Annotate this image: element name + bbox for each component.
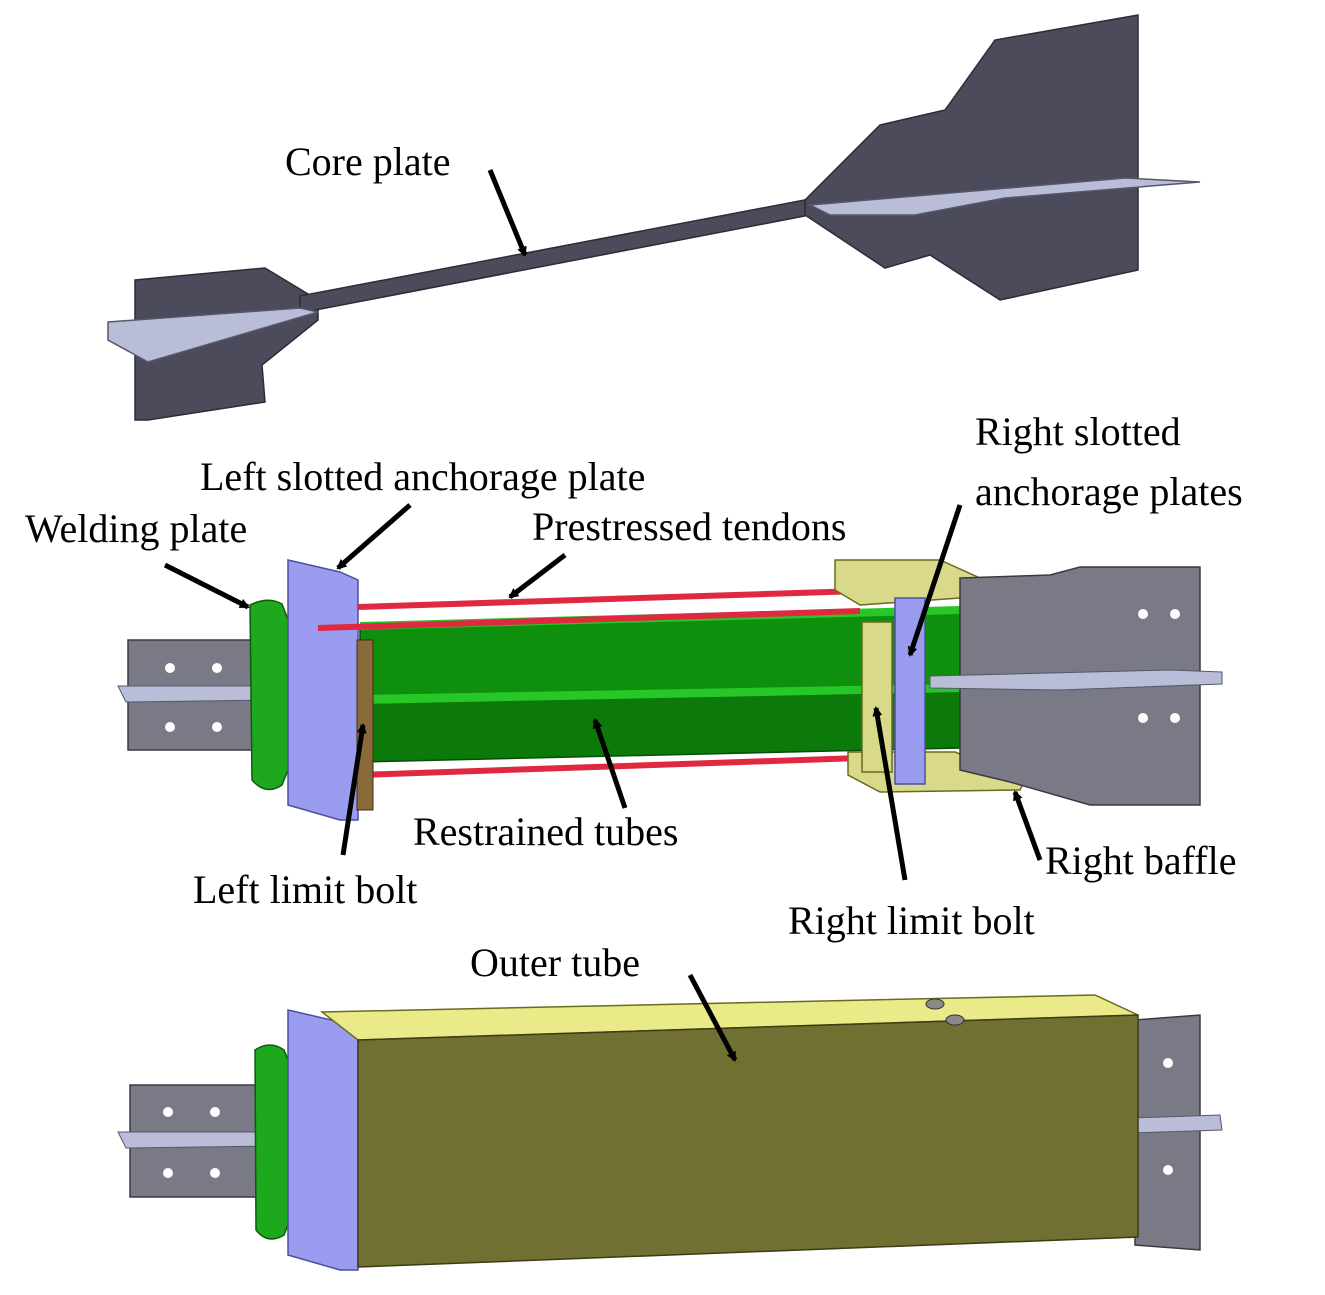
arrow-tendons	[508, 553, 567, 599]
label-outer-tube: Outer tube	[470, 940, 640, 985]
label-right-slotted-line1: Right slotted	[975, 409, 1181, 454]
label-right-limit-bolt: Right limit bolt	[788, 898, 1035, 943]
arrow-welding-plate	[163, 562, 250, 610]
core-plate-left-fin	[134, 267, 319, 421]
core-plate-left-flange	[107, 307, 319, 363]
label-left-limit-bolt: Left limit bolt	[193, 867, 418, 912]
arrow-left-limit-bolt	[340, 723, 367, 856]
label-welding-plate: Welding plate	[25, 506, 248, 551]
label-restrained-tubes: Restrained tubes	[413, 809, 679, 854]
arrow-right-baffle	[1012, 790, 1043, 861]
left-anchorage-plate	[287, 559, 359, 821]
arrow-restrained-tubes	[592, 718, 628, 809]
label-right-baffle: Right baffle	[1045, 838, 1237, 883]
outer-assembly-drawing	[117, 994, 1223, 1271]
arrow-core-plate	[487, 169, 528, 257]
label-right-slotted-line2: anchorage plates	[975, 469, 1243, 514]
right-end-flange	[929, 669, 1223, 691]
right-block	[861, 621, 893, 773]
label-core-plate: Core plate	[285, 139, 451, 184]
arrow-right-anchorage	[907, 504, 963, 657]
outer-tube-side	[357, 1014, 1139, 1268]
arrow-outer-tube	[687, 973, 738, 1062]
label-left-slotted-anchorage-plate: Left slotted anchorage plate	[200, 454, 646, 499]
core-plate-web	[299, 197, 816, 314]
inner-assembly-drawing	[117, 559, 1223, 821]
arrow-right-limit-bolt	[872, 706, 908, 881]
core-plate-right-fin	[804, 14, 1139, 301]
annotation-arrows	[163, 169, 1043, 1062]
arrow-left-anchorage	[336, 503, 412, 570]
core-plate-right-flange	[807, 177, 1201, 216]
label-prestressed-tendons: Prestressed tendons	[532, 504, 847, 549]
left-limit-bolt	[356, 639, 374, 811]
core-plate-drawing	[107, 14, 1201, 421]
